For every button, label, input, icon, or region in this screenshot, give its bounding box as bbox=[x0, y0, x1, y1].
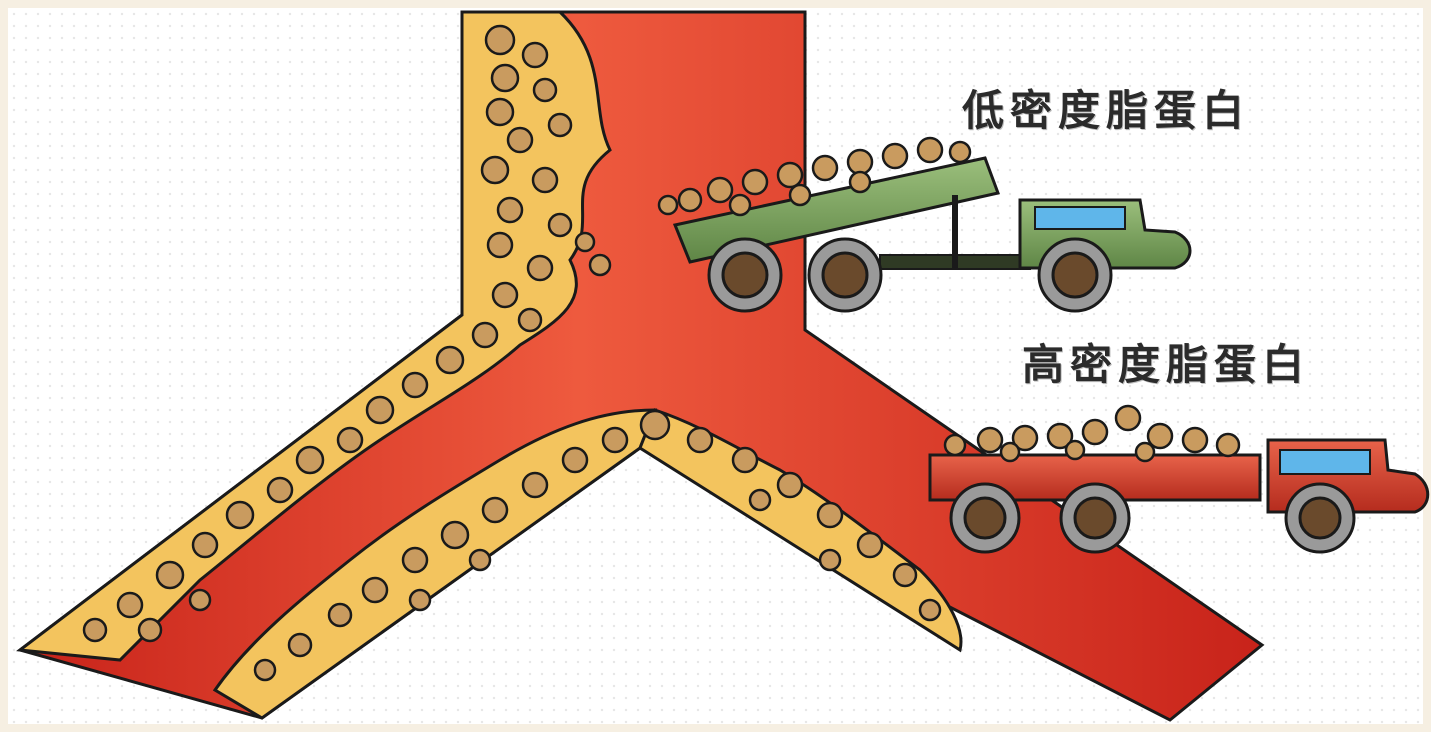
hdl-label: 高密度脂蛋白 bbox=[1022, 344, 1310, 386]
hdl-truck-window bbox=[1280, 450, 1370, 474]
ldl-label: 低密度脂蛋白 bbox=[962, 90, 1250, 132]
hdl-truck bbox=[930, 406, 1428, 552]
ldl-truck-wheels bbox=[709, 239, 1111, 311]
hdl-truck-load bbox=[945, 406, 1239, 461]
ldl-truck-window bbox=[1035, 207, 1125, 229]
